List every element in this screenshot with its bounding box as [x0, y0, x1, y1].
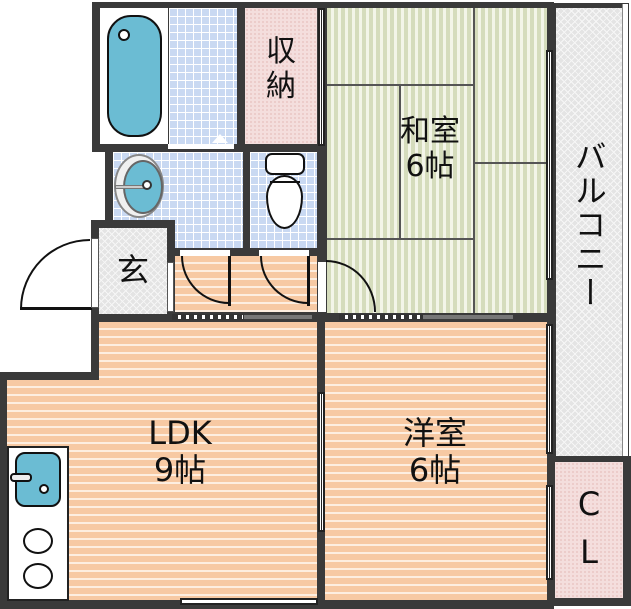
closet-room: [555, 462, 623, 598]
stove-burner-icon: [23, 528, 53, 554]
bath-door: [168, 144, 234, 149]
bathtub: [107, 15, 162, 137]
entrance-room: [99, 228, 167, 314]
ldk-name: LDK: [148, 414, 212, 452]
youshitsu-size: 6帖: [408, 450, 462, 489]
stove-burner-icon: [23, 563, 53, 589]
toilet-door-opening: [259, 250, 309, 256]
washitsu-balcony-window: [546, 50, 553, 280]
balcony: [556, 8, 622, 456]
toilet-tank: [265, 153, 305, 175]
balcony-label: バルコニー: [569, 140, 608, 310]
ldk-youshitsu-partition: [318, 392, 325, 532]
toilet-seat-line: [270, 181, 300, 183]
bath-door-arrow-icon: [212, 134, 228, 143]
ldk-sliding-door[interactable]: [172, 314, 244, 320]
youshitsu-label: 洋室 6帖: [385, 415, 485, 489]
youshitsu-sliding-door[interactable]: [339, 314, 423, 320]
storage-label: 収 納: [245, 34, 317, 104]
sink-faucet-icon: [10, 473, 32, 482]
ldk-south-window: [180, 598, 318, 605]
ldk-sliding-door-panel: [244, 315, 312, 319]
ldk-label: LDK 9帖: [110, 415, 250, 489]
balcony-rail: [622, 4, 628, 459]
washitsu-room: [327, 8, 547, 313]
entrance-door: [20, 239, 90, 309]
washroom-door-leaf: [228, 256, 231, 306]
washbasin-drain-icon: [142, 180, 152, 190]
entrance-door-leaf: [20, 307, 92, 310]
storage-label-line2: 納: [266, 68, 296, 104]
tatami-seam: [473, 162, 547, 164]
entrance-opening: [91, 238, 99, 308]
toilet-floor: [250, 152, 317, 250]
washitsu-name: 和室: [400, 114, 460, 149]
youshitsu-closet-window: [546, 485, 553, 580]
closet-label: C L: [555, 480, 623, 576]
washitsu-door-opening: [318, 262, 326, 312]
storage-label-line1: 収: [266, 34, 296, 69]
tatami-seam: [399, 84, 401, 239]
washitsu-size: 6帖: [405, 148, 455, 184]
closet-label-line1: C: [577, 485, 601, 523]
washitsu-label: 和室 6帖: [385, 114, 475, 184]
ldk-size: 9帖: [153, 450, 207, 489]
storage-room: [245, 8, 317, 144]
entrance-label: 玄: [116, 251, 149, 289]
toilet-door-leaf: [307, 256, 310, 306]
closet-label-line2: L: [580, 533, 598, 571]
bathroom-floor: [169, 8, 237, 144]
ldk-floor-upper: [99, 322, 318, 382]
storage-window: [318, 8, 325, 146]
faucet-icon: [115, 185, 145, 189]
tatami-seam: [327, 238, 473, 240]
youshitsu-sliding-door-panel: [423, 315, 513, 319]
youshitsu-name: 洋室: [402, 414, 467, 452]
corridor-side-opening: [167, 262, 174, 312]
youshitsu-room: [325, 322, 547, 600]
toilet-bowl: [266, 175, 303, 229]
bathtub-drain-icon: [118, 29, 130, 41]
tatami-seam: [473, 8, 475, 313]
washroom-door-opening: [180, 250, 230, 256]
youshitsu-balcony-window: [546, 324, 553, 454]
sink-drain-icon: [39, 484, 49, 494]
